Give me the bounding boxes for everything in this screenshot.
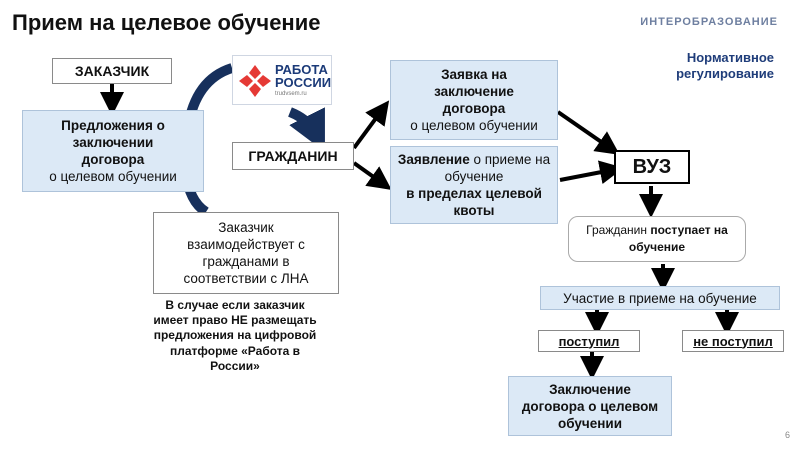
not-admitted-text: не поступил	[693, 333, 773, 349]
arrow-statement-to-university	[559, 160, 624, 185]
enters-normal-text: Гражданин	[586, 223, 647, 237]
request-bold-text: Заявка на заключение договора	[434, 67, 514, 116]
page-number: 6	[784, 430, 790, 440]
statement-bold-text-1: Заявление	[397, 152, 470, 167]
customer-label: ЗАКАЗЧИК	[74, 62, 150, 79]
citizen-label: ГРАЖДАНИН	[248, 147, 338, 164]
arrow-citizen-to-request	[352, 100, 390, 150]
admitted-text: поступил	[558, 333, 620, 349]
conclusion-text: Заключение договора о целевом обучении	[521, 381, 659, 431]
request-box: Заявка на заключение договора о целевом …	[390, 60, 558, 140]
statement-box: Заявление о приеме на обучение в предела…	[390, 146, 558, 224]
proposals-normal-text: о целевом обучении	[49, 169, 177, 184]
page-title: Прием на целевое обучение	[12, 10, 321, 35]
conclusion-box: Заключение договора о целевом обучении	[508, 376, 672, 436]
university-label: ВУЗ	[632, 155, 672, 178]
proposals-bold-text: Предложения о заключении договора	[61, 118, 165, 167]
rabota-rossii-logo[interactable]: РАБОТА РОССИИ trudvsem.ru	[232, 55, 332, 105]
participation-box: Участие в приеме на обучение	[540, 286, 780, 310]
customer-box: ЗАКАЗЧИК	[52, 58, 172, 84]
rabota-rossii-emblem-icon	[239, 65, 271, 97]
enters-box: Гражданин поступает на обучение	[568, 216, 746, 262]
university-box: ВУЗ	[614, 150, 690, 184]
arrow-citizen-to-statement	[352, 161, 392, 190]
cycle-arc-right	[288, 107, 325, 152]
exception-note: В случае если заказчик имеет право НЕ ра…	[153, 298, 317, 373]
citizen-box: ГРАЖДАНИН	[232, 142, 354, 170]
logo-url: trudvsem.ru	[275, 91, 307, 97]
interaction-text: Заказчик взаимодействует с гражданами в …	[183, 220, 309, 286]
statement-bold-text-2: в пределах целевой квоты	[406, 186, 542, 218]
interaction-box: Заказчик взаимодействует с гражданами в …	[153, 212, 339, 294]
statement-normal-text: о приеме на обучение	[444, 152, 551, 184]
enters-bold-text: поступает на обучение	[628, 223, 728, 254]
proposals-box: Предложения о заключении договора о целе…	[22, 110, 204, 192]
brand-logo-text: ИНТЕРОБРАЗОВАНИЕ	[640, 16, 778, 28]
arrow-request-to-university	[556, 110, 620, 155]
admitted-box: поступил	[538, 330, 640, 352]
logo-title: РАБОТА РОССИИ	[275, 62, 332, 90]
request-normal-text: о целевом обучении	[410, 118, 538, 133]
not-admitted-box: не поступил	[682, 330, 784, 352]
participation-text: Участие в приеме на обучение	[563, 290, 757, 306]
regulation-link[interactable]: Нормативное регулирование	[676, 50, 774, 81]
